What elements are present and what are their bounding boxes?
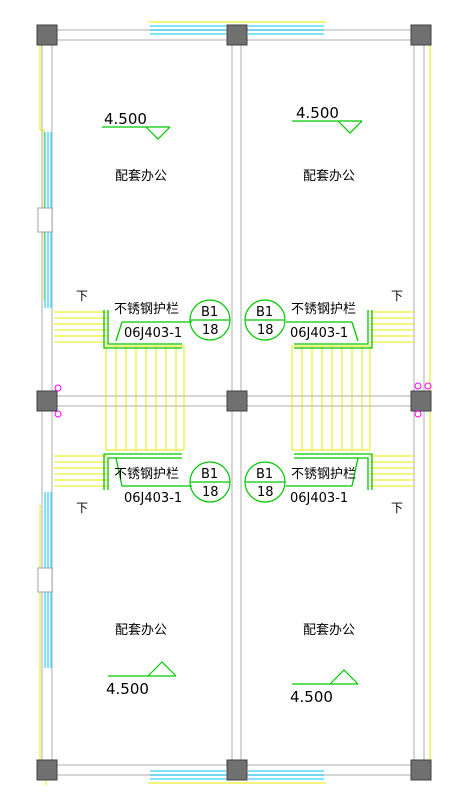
- column: [410, 759, 432, 781]
- column: [410, 24, 432, 46]
- detail-tag-bottom: 18: [202, 323, 219, 338]
- stair-down-label: 下: [76, 289, 88, 303]
- railing-label: 不锈钢护栏: [114, 467, 179, 482]
- railings: [103, 310, 373, 490]
- room-name: 配套办公: [115, 168, 167, 184]
- detail-tag-bottom: 18: [257, 323, 274, 338]
- window-mullion: [37, 207, 53, 233]
- columns: [36, 24, 432, 781]
- detail-tag-bottom: 18: [257, 485, 274, 500]
- room-name: 配套办公: [115, 622, 167, 638]
- window-mullion: [37, 567, 53, 593]
- column: [36, 24, 58, 46]
- stair-down-label: 下: [391, 289, 403, 303]
- column: [36, 759, 58, 781]
- column: [226, 759, 248, 781]
- detail-tag-top: B1: [201, 467, 218, 482]
- standard-code: 06J403-1: [124, 491, 182, 506]
- elevation-markers: [102, 120, 363, 685]
- column: [226, 24, 248, 46]
- railing-label: 不锈钢护栏: [291, 467, 356, 482]
- standard-code: 06J403-1: [124, 326, 182, 341]
- column: [226, 390, 248, 412]
- column: [36, 390, 58, 412]
- stair-down-label: 下: [391, 501, 403, 515]
- column: [410, 390, 432, 412]
- windows: [44, 25, 324, 780]
- detail-circles: [189, 299, 286, 503]
- elevation-label: 4.500: [296, 104, 339, 122]
- elevation-label: 4.500: [290, 688, 333, 706]
- railing-label: 不锈钢护栏: [291, 302, 356, 317]
- stair-down-label: 下: [76, 501, 88, 515]
- room-name: 配套办公: [303, 168, 355, 184]
- elevation-label: 4.500: [106, 680, 149, 698]
- detail-tag-top: B1: [201, 305, 218, 320]
- detail-tag-top: B1: [256, 305, 273, 320]
- detail-tag-bottom: 18: [202, 485, 219, 500]
- stairs: [54, 311, 414, 487]
- standard-code: 06J403-1: [290, 326, 348, 341]
- magenta-markers: [54, 382, 432, 418]
- standard-code: 06J403-1: [290, 491, 348, 506]
- detail-tag-top: B1: [256, 467, 273, 482]
- railing-label: 不锈钢护栏: [114, 302, 179, 317]
- room-name: 配套办公: [303, 622, 355, 638]
- elevation-label: 4.500: [104, 110, 147, 128]
